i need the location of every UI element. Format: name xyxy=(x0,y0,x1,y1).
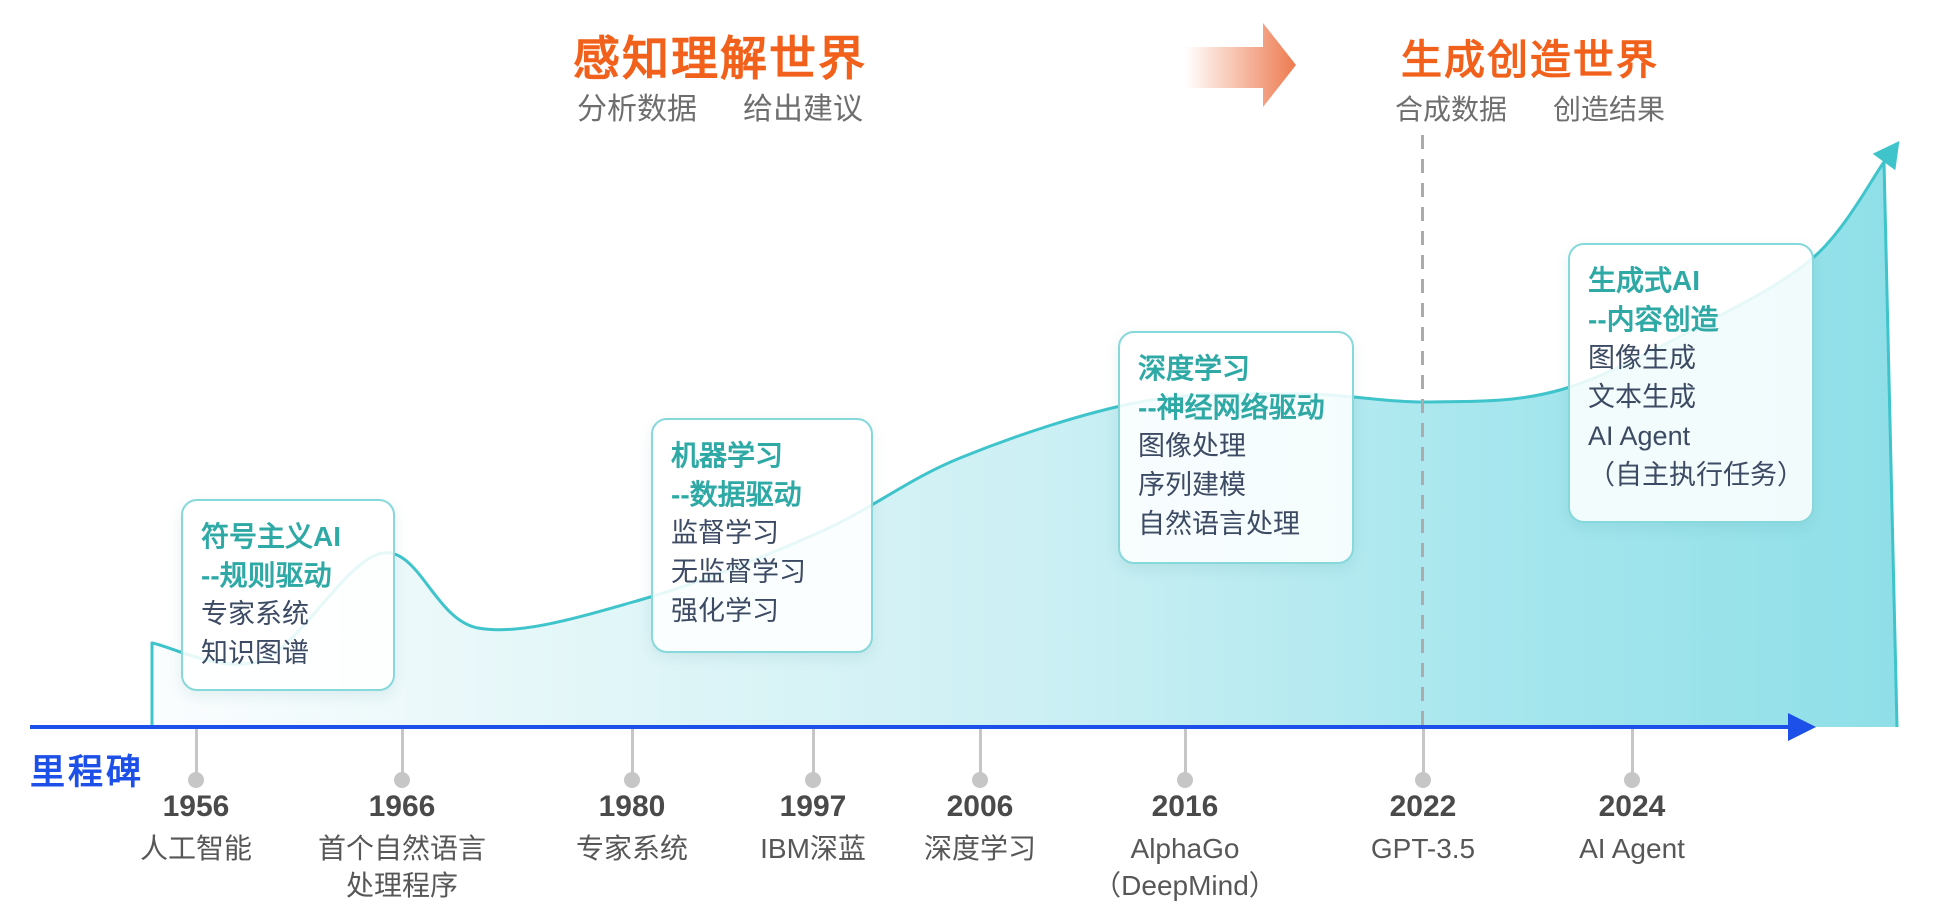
growth-area xyxy=(152,162,1897,727)
milestone-dot xyxy=(394,772,410,788)
era-card-symbolic-ai: 符号主义AI --规则驱动专家系统知识图谱 xyxy=(181,499,395,691)
milestone-year: 2006 xyxy=(946,790,1014,823)
card-body-line: 无监督学习 xyxy=(671,557,806,587)
milestone-tick xyxy=(1630,729,1634,773)
timeline-label: 里程碑 xyxy=(30,753,145,792)
milestone-label: AlphaGo（DeepMind） xyxy=(1093,833,1277,901)
card-body-line: 文本生成 xyxy=(1588,382,1696,412)
milestone-dot xyxy=(624,772,640,788)
milestone-year: 1956 xyxy=(162,790,230,823)
right-era-subtitle-part1: 合成数据 xyxy=(1394,94,1507,125)
milestone-dot xyxy=(1624,772,1640,788)
card-body-line: 强化学习 xyxy=(671,596,779,626)
milestone-label: 深度学习 xyxy=(923,833,1036,864)
card-title-line: --神经网络驱动 xyxy=(1138,392,1325,423)
card-title-line: --内容创造 xyxy=(1588,304,1719,335)
right-era-subtitle-part2: 创造结果 xyxy=(1553,94,1666,125)
card-body-line: 专家系统 xyxy=(201,599,309,629)
milestone-label: 人工智能 xyxy=(139,833,252,864)
milestone-tick xyxy=(194,729,198,773)
timeline-axis-arrow-icon xyxy=(1788,713,1816,741)
growth-arrow-tip-icon xyxy=(1872,141,1900,171)
milestone-tick xyxy=(811,729,815,773)
milestone-year: 2022 xyxy=(1389,790,1457,823)
card-body-line: 序列建模 xyxy=(1138,470,1246,500)
milestone-dot xyxy=(188,772,204,788)
card-body-line: 自然语言处理 xyxy=(1138,509,1300,539)
milestone-label: IBM深蓝 xyxy=(760,833,866,864)
milestone-dot xyxy=(805,772,821,788)
left-era-subtitle-part2: 给出建议 xyxy=(743,93,863,126)
era-card-deep-learning: 深度学习 --神经网络驱动图像处理序列建模自然语言处理 xyxy=(1118,331,1354,564)
right-era-subtitle: 合成数据 创造结果 xyxy=(1390,88,1670,128)
right-era-title: 生成创造世界 xyxy=(1401,37,1659,83)
milestone-dot xyxy=(972,772,988,788)
card-title-line: --数据驱动 xyxy=(671,479,802,510)
milestone-tick xyxy=(1183,729,1187,773)
milestone-year: 2024 xyxy=(1598,790,1666,823)
left-era-title: 感知理解世界 xyxy=(573,32,867,85)
left-era-subtitle: 分析数据 给出建议 xyxy=(545,84,895,128)
milestone-tick xyxy=(630,729,634,773)
card-body-line: 知识图谱 xyxy=(201,638,309,668)
milestone-tick xyxy=(978,729,982,773)
card-title-line: 深度学习 xyxy=(1138,353,1251,384)
milestone-year: 1966 xyxy=(368,790,436,823)
milestone-label: 专家系统 xyxy=(575,833,688,864)
milestone-year: 1997 xyxy=(779,790,847,823)
card-title-line: 生成式AI xyxy=(1588,265,1701,296)
card-title-line: --规则驱动 xyxy=(201,560,332,591)
milestone-tick xyxy=(400,729,404,773)
timeline-axis xyxy=(30,725,1792,729)
card-body-line: 图像处理 xyxy=(1138,431,1246,461)
milestone-dot xyxy=(1177,772,1193,788)
era-card-generative-ai: 生成式AI --内容创造图像生成文本生成 AI Agent （自主执行任务） xyxy=(1568,243,1814,523)
milestone-label: 首个自然语言处理程序 xyxy=(317,833,486,901)
card-title-line: 符号主义AI xyxy=(201,521,342,552)
era-card-machine-learning: 机器学习 --数据驱动监督学习无监督学习强化学习 xyxy=(651,418,873,653)
transition-arrow-icon xyxy=(1185,23,1296,107)
card-body-line: 图像生成 xyxy=(1588,343,1696,373)
milestone-label: GPT-3.5 xyxy=(1370,833,1476,864)
milestone-year: 1980 xyxy=(598,790,666,823)
era-divider-dashed-line xyxy=(1421,135,1424,727)
card-body-line: 监督学习 xyxy=(671,518,779,548)
milestone-label: AI Agent xyxy=(1579,833,1685,864)
left-era-subtitle-part1: 分析数据 xyxy=(577,93,697,126)
card-title-line: 机器学习 xyxy=(671,440,784,471)
card-body-line: （自主执行任务） xyxy=(1588,460,1804,490)
milestone-tick xyxy=(1421,729,1425,773)
milestone-dot xyxy=(1415,772,1431,788)
milestone-year: 2016 xyxy=(1151,790,1219,823)
card-body-line: AI Agent xyxy=(1588,421,1691,451)
